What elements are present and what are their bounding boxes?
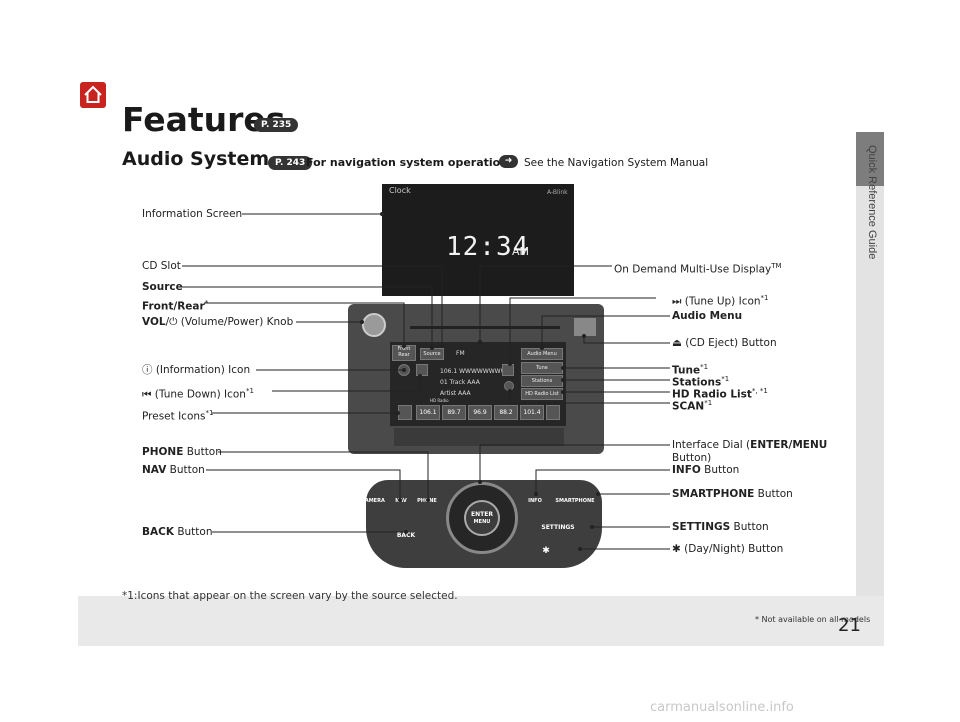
page-number: 21 [838, 615, 861, 636]
preset-2[interactable]: 89.7 [442, 405, 466, 420]
line-dial [479, 444, 670, 482]
front-text: Front [397, 346, 411, 352]
label-tune-down: ⏮ (Tune Down) Icon*1 [142, 387, 254, 401]
settings-button[interactable]: SETTINGS [541, 524, 575, 531]
not-available-note: * Not available on all models [755, 615, 871, 624]
line-scan [509, 391, 670, 404]
label-smartphone-button: SMARTPHONE Button [672, 488, 793, 500]
label-front-rear: Front/Rear* [142, 299, 209, 313]
eject-icon: ⏏ [672, 337, 682, 349]
preset-1[interactable]: 106.1 [416, 405, 440, 420]
label-info-icon: ⓘ (Information) Icon [142, 364, 251, 376]
rear-text: Rear [398, 352, 410, 358]
hd-text: HD Radio [430, 398, 449, 403]
enter-text: ENTER [471, 511, 493, 518]
line-cd-slot [182, 265, 443, 346]
line-phone [218, 451, 429, 500]
hd-radio-list-button[interactable]: HD Radio List [521, 388, 563, 400]
arrow-right-icon: ➜ [499, 155, 518, 168]
label-info-button: INFO Button [672, 464, 740, 476]
line-on-demand [479, 265, 612, 342]
screen-clock-ampm: AM [512, 245, 530, 258]
preset-3[interactable]: 96.9 [468, 405, 492, 420]
footer-band [78, 596, 884, 646]
label-nav-button: NAV Button [142, 464, 205, 476]
line-tune-up [509, 297, 656, 364]
cd-slot [410, 326, 560, 329]
section-page-ref-link[interactable]: P. 243 [268, 156, 313, 170]
watermark: carmanualsonline.info [650, 700, 794, 715]
label-hd-radio-list: HD Radio List*, *1 [672, 387, 768, 401]
screen-header-right: A-Blink [547, 189, 568, 196]
line-tune-down [272, 376, 421, 392]
home-icon[interactable] [80, 82, 106, 108]
cd-eject-button[interactable] [574, 318, 596, 336]
label-phone-button: PHONE Button [142, 446, 222, 458]
screen-header: Clock [389, 186, 411, 195]
label-information-screen: Information Screen [142, 208, 243, 220]
see-manual-note: See the Navigation System Manual [524, 157, 709, 169]
side-tab-marker [856, 132, 884, 186]
preset-5[interactable]: 101.4 [520, 405, 544, 420]
label-tune: Tune*1 [672, 363, 709, 377]
day-night-button[interactable]: ✱ [542, 546, 550, 556]
power-icon: ⏻ [169, 316, 178, 328]
side-tab [856, 132, 884, 596]
footnote: *1:Icons that appear on the screen vary … [122, 590, 458, 602]
label-cd-eject: ⏏ (CD Eject) Button [672, 337, 777, 349]
skip-back-icon: ⏮ [142, 388, 152, 401]
information-screen [382, 184, 574, 296]
navigation-note: For navigation system operation [306, 156, 509, 169]
day-night-icon: ✱ [672, 543, 681, 555]
tune-up-icon[interactable] [502, 364, 514, 376]
line-info [535, 469, 670, 494]
label-preset-icons: Preset Icons*1 [142, 409, 214, 423]
title-page-ref-link[interactable]: P. 235 [254, 118, 299, 132]
menu-text: MENU [473, 519, 491, 525]
line-nav [206, 469, 401, 500]
info-circle-icon: ⓘ [142, 364, 153, 376]
preset-next-icon[interactable] [546, 405, 560, 420]
smartphone-button[interactable]: SMARTPHONE [555, 498, 595, 504]
label-source: Source [142, 281, 183, 293]
section-title: Audio System [122, 148, 270, 170]
line-front-rear [204, 302, 405, 346]
station-text: 106.1 WWWWWWWW [440, 368, 507, 375]
line-audio-menu [541, 315, 670, 348]
tune-button[interactable]: Tune [521, 362, 563, 374]
climate-buttons-row [394, 428, 564, 446]
label-cd-slot: CD Slot [142, 260, 181, 272]
label-settings-button: SETTINGS Button [672, 521, 769, 533]
label-back-button: BACK Button [142, 526, 213, 538]
label-audio-menu: Audio Menu [672, 310, 743, 322]
tune-down-icon[interactable] [416, 364, 428, 376]
label-day-night: ✱ (Day/Night) Button [672, 543, 784, 555]
label-on-demand-display: On Demand Multi-Use DisplayTM [614, 262, 782, 276]
enter-menu-button[interactable] [464, 500, 500, 536]
back-button[interactable]: BACK [396, 532, 416, 539]
info-button[interactable]: INFO [528, 498, 542, 504]
line-source [178, 286, 433, 348]
camera-button[interactable]: CAMERA [361, 498, 385, 504]
band-text: FM [456, 350, 465, 357]
label-scan: SCAN*1 [672, 399, 713, 413]
label-tune-up: ⏭ (Tune Up) Icon*1 [672, 294, 769, 308]
label-vol-knob: VOL/⏻ (Volume/Power) Knob [142, 316, 294, 328]
screen-clock-time: 12:34 [446, 232, 530, 262]
line-cd-eject [583, 336, 670, 344]
label-stations: Stations*1 [672, 375, 730, 389]
track-text: 01 Track AAA [440, 379, 480, 386]
volume-power-knob[interactable] [362, 313, 386, 337]
preset-4[interactable]: 88.2 [494, 405, 518, 420]
artist-text: Artist AAA [440, 390, 471, 397]
skip-forward-icon: ⏭ [672, 295, 682, 308]
